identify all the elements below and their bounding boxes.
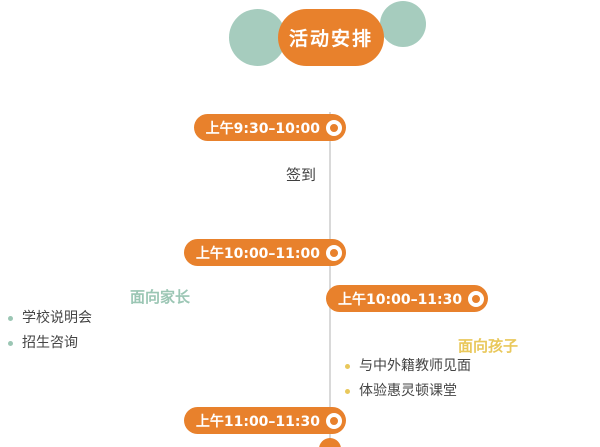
timeline-marker-icon [326, 244, 342, 261]
time-label-2: 上午10:00–11:00 [195, 245, 320, 262]
decorative-teal-circle-right [380, 1, 426, 47]
list-item-label: 体验惠灵顿课堂 [359, 383, 457, 399]
title-banner: 活动安排 [278, 9, 385, 66]
time-badge-4: 上午11:00–11:30 [183, 407, 346, 434]
time-badge-2: 上午10:00–11:00 [183, 239, 346, 266]
bullet-dot-icon [345, 364, 350, 369]
timeline-line [329, 112, 331, 447]
time-label-3: 上午10:00–11:30 [338, 291, 463, 308]
page-title: 活动安排 [289, 28, 374, 50]
bullet-dot-icon [345, 389, 350, 394]
timeline-end-marker-partial [319, 438, 341, 447]
decorative-teal-circle-left [229, 9, 286, 66]
bullet-dot-icon [8, 341, 13, 346]
timeline-marker-icon [326, 412, 342, 429]
list-item-label: 招生咨询 [22, 335, 78, 351]
list-item-label: 与中外籍教师见面 [359, 358, 471, 374]
timeline-marker-icon [468, 290, 485, 307]
section-heading-children: 面向孩子 [458, 337, 519, 355]
section-heading-parents: 面向家长 [130, 288, 191, 306]
list-item: 体验惠灵顿课堂 [345, 379, 471, 404]
bullet-dot-icon [8, 316, 13, 321]
time-label-1: 上午9:30–10:00 [205, 120, 320, 137]
time-badge-3: 上午10:00–11:30 [326, 285, 489, 312]
list-item-label: 学校说明会 [22, 310, 92, 326]
children-activity-list: 与中外籍教师见面 体验惠灵顿课堂 [345, 354, 471, 404]
parents-activity-list: 学校说明会 招生咨询 [8, 306, 92, 356]
time-badge-1: 上午9:30–10:00 [193, 114, 346, 141]
list-item: 学校说明会 [8, 306, 92, 331]
list-item: 与中外籍教师见面 [345, 354, 471, 379]
time-label-4: 上午11:00–11:30 [195, 413, 320, 430]
timeline-marker-icon [326, 119, 342, 136]
checkin-note: 签到 [286, 166, 317, 184]
list-item: 招生咨询 [8, 331, 92, 356]
